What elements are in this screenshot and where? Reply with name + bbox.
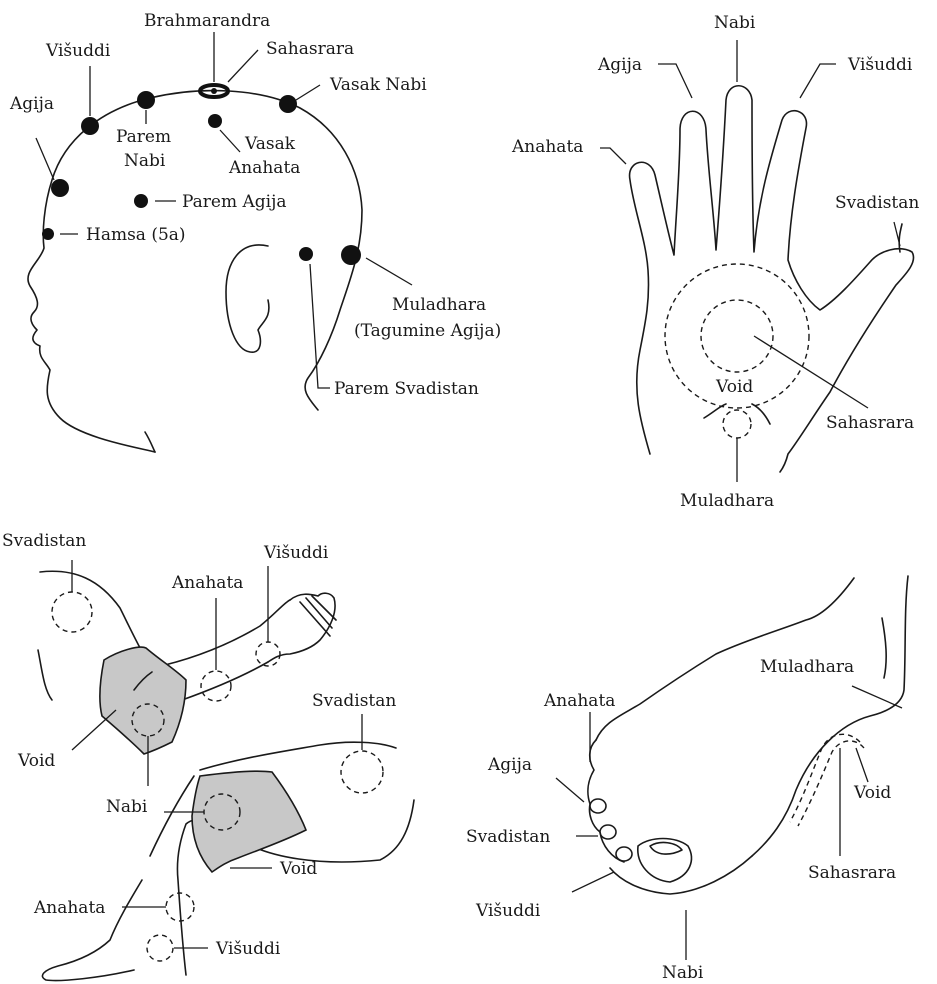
label-foot-anahata: Anahata (543, 691, 615, 711)
label-arm-void: Void (17, 751, 55, 771)
agija-leader (36, 138, 54, 180)
arm-leg-panel: Svadistan Višuddi Anahata Void Nabi Svad… (2, 531, 414, 981)
hand-muladhara-circle (723, 410, 751, 438)
head-outline (28, 91, 362, 452)
sahasrara-point (211, 88, 217, 94)
label-arm-svadistan: Svadistan (2, 531, 86, 551)
toe-nail-2 (600, 825, 616, 839)
label-foot-sahasrara: Sahasrara (808, 863, 896, 883)
label-hand-muladhara: Muladhara (680, 491, 774, 511)
label-parem-nabi-1: Parem (116, 127, 171, 147)
neck-line (145, 432, 155, 452)
label-foot-svadistan: Svadistan (466, 827, 550, 847)
label-vasak-anahata-2: Anahata (228, 158, 300, 178)
arm-void-leader (72, 710, 116, 750)
label-leg-void: Void (279, 859, 317, 879)
agija-point (51, 179, 69, 197)
label-foot-void: Void (853, 783, 891, 803)
hand-visuddi-leader (800, 64, 836, 98)
label-arm-anahata: Anahata (171, 573, 243, 593)
parem-agija-point (134, 194, 148, 208)
label-hand-anahata: Anahata (511, 137, 583, 157)
leg-visuddi-circle (147, 935, 173, 961)
hand-sahasrara-circle (701, 300, 773, 372)
label-hand-void: Void (715, 377, 753, 397)
foot-heel-back (882, 618, 886, 678)
vasak-anahata-point (208, 114, 222, 128)
label-parem-nabi-2: Nabi (124, 151, 166, 171)
label-leg-anahata: Anahata (33, 898, 105, 918)
arm-svadistan-circle (52, 592, 92, 632)
label-agija-head: Agija (9, 94, 54, 114)
arm-chest-line (38, 650, 52, 700)
hand-panel: Nabi Agija Višuddi Anahata Svadistan Voi… (511, 13, 919, 511)
label-sahasrara-head: Sahasrara (266, 39, 354, 59)
label-foot-agija: Agija (487, 755, 532, 775)
visuddi-point (81, 117, 99, 135)
label-vasak-anahata-1: Vasak (244, 134, 296, 154)
toe-nail-1 (590, 799, 606, 813)
foot-big-toenail (650, 843, 682, 855)
label-hand-agija: Agija (597, 55, 642, 75)
foot-visuddi-leader (572, 872, 614, 892)
label-parem-agija: Parem Agija (182, 192, 287, 212)
label-foot-visuddi: Višuddi (475, 901, 541, 921)
label-parem-svadistan: Parem Svadistan (334, 379, 479, 399)
foot-sole (610, 856, 752, 894)
label-leg-visuddi: Višuddi (215, 939, 281, 959)
label-leg-svadistan: Svadistan (312, 691, 396, 711)
muladhara-point (341, 245, 361, 265)
foot-void-dash-outer (790, 734, 860, 822)
label-hand-svadistan: Svadistan (835, 193, 919, 213)
label-foot-muladhara: Muladhara (760, 657, 854, 677)
foot-void-leader (856, 748, 868, 782)
sahasrara-leader (228, 50, 258, 82)
hand-anahata-leader (600, 148, 626, 164)
label-arm-visuddi: Višuddi (263, 543, 329, 563)
label-vasak-nabi: Vasak Nabi (329, 75, 427, 95)
vasak-nabi-leader (296, 85, 320, 100)
toe-nail-3 (616, 847, 632, 861)
hand-wrist-right (752, 404, 770, 424)
arm-fingers (300, 596, 336, 636)
foot-panel: Muladhara Anahata Agija Void Svadistan S… (466, 576, 908, 983)
label-visuddi-head: Višuddi (45, 41, 111, 61)
leg-foot (42, 880, 142, 981)
leg-shin-front (150, 776, 194, 856)
parem-svadistan-point (299, 247, 313, 261)
label-hand-sahasrara: Sahasrara (826, 413, 914, 433)
muladhara-leader (366, 258, 412, 285)
arm-anahata-circle (201, 671, 231, 701)
arm-outline-top (40, 571, 290, 668)
foot-outline-top (752, 576, 908, 856)
label-hamsa: Hamsa (5a) (86, 225, 186, 245)
vasak-anahata-leader (220, 130, 240, 152)
hand-thumb-crease (899, 224, 902, 252)
ear-outline (226, 245, 269, 352)
label-foot-nabi: Nabi (662, 963, 704, 983)
hand-sahasrara-leader (754, 336, 868, 408)
leg-svadistan-circle (341, 751, 383, 793)
label-muladhara-head-1: Muladhara (392, 295, 486, 315)
hamsa-point (42, 228, 54, 240)
leg-outline-top (200, 742, 396, 770)
vasak-nabi-point (279, 95, 297, 113)
head-panel: Brahmarandra Sahasrara Višuddi Vasak Nab… (9, 11, 501, 452)
label-muladhara-head-2: (Tagumine Agija) (354, 321, 501, 341)
label-hand-nabi: Nabi (714, 13, 756, 33)
foot-muladhara-leader (852, 686, 902, 708)
foot-big-toe (638, 839, 692, 883)
hand-agija-leader (658, 64, 692, 98)
parem-nabi-point (137, 91, 155, 109)
label-brahmarandra: Brahmarandra (144, 11, 270, 31)
label-nabi: Nabi (106, 797, 148, 817)
label-hand-visuddi: Višuddi (847, 55, 913, 75)
foot-agija-leader (556, 778, 584, 802)
